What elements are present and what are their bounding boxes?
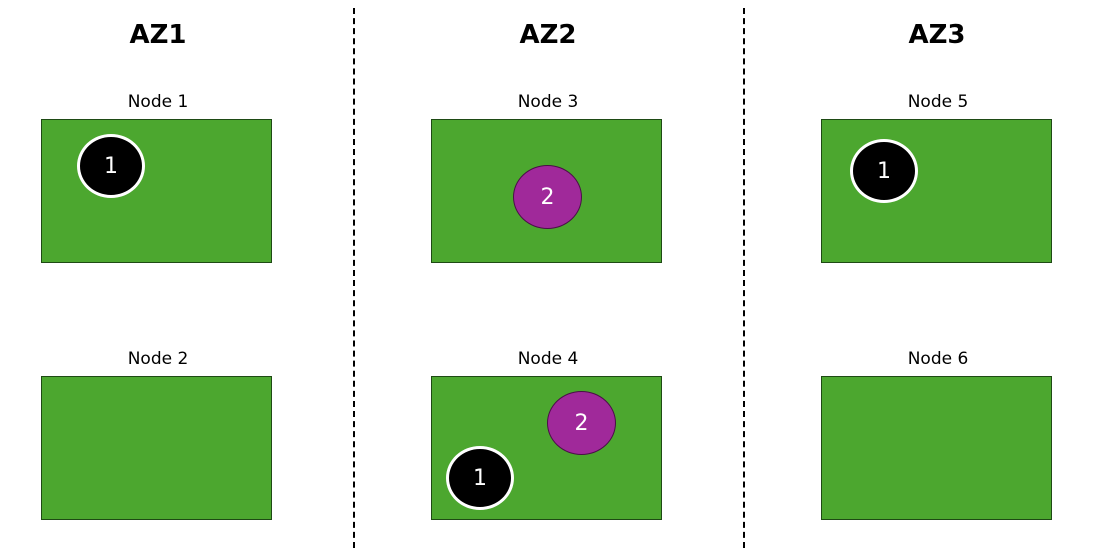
node-label-5: Node 5 (907, 92, 969, 112)
zone-divider-1 (353, 8, 355, 548)
zone-title-az2: AZ2 (519, 20, 577, 50)
node-box-1: 1 (41, 119, 272, 263)
node-label-1: Node 1 (127, 92, 189, 112)
pod-type-2: 2 (547, 391, 616, 455)
node-box-2 (41, 376, 272, 520)
pod-type-1: 1 (446, 446, 514, 510)
node-box-5: 1 (821, 119, 1052, 263)
node-box-3: 2 (431, 119, 662, 263)
node-label-4: Node 4 (517, 349, 579, 369)
zone-divider-2 (743, 8, 745, 548)
node-label-6: Node 6 (907, 349, 969, 369)
zone-title-az3: AZ3 (908, 20, 966, 50)
pod-type-2: 2 (513, 165, 582, 229)
node-label-3: Node 3 (517, 92, 579, 112)
zone-title-az1: AZ1 (129, 20, 187, 50)
pod-type-1: 1 (77, 134, 145, 198)
node-box-4: 2 1 (431, 376, 662, 520)
pod-type-1: 1 (850, 139, 918, 203)
node-label-2: Node 2 (127, 349, 189, 369)
node-box-6 (821, 376, 1052, 520)
